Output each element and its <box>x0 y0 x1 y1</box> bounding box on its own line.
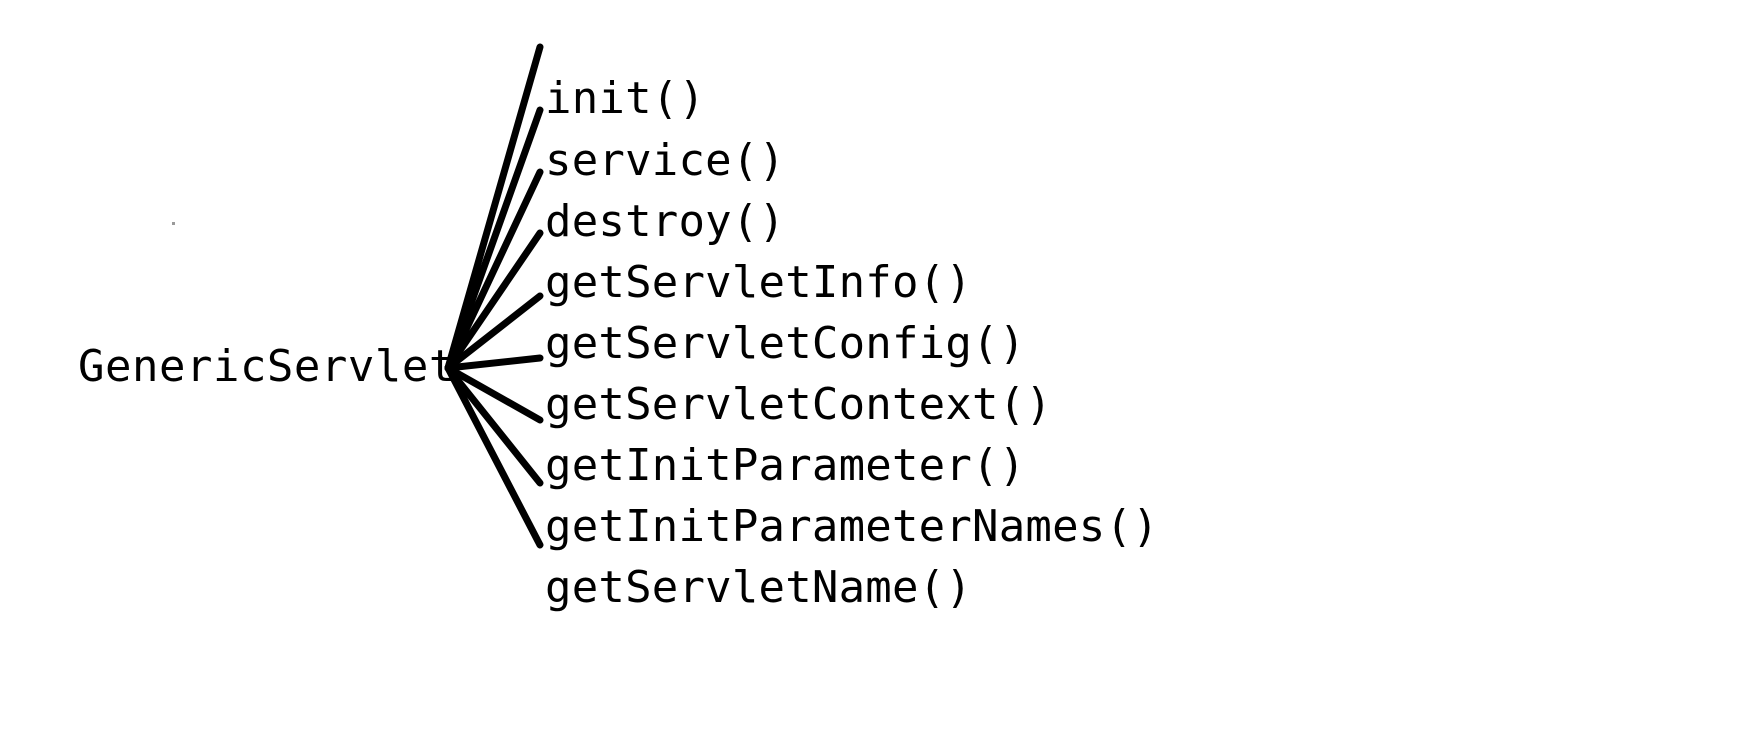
stray-speck-artifact <box>172 222 175 225</box>
edge-line <box>444 229 544 372</box>
method-label[interactable]: getServletContext() <box>545 379 1053 430</box>
edge-line <box>444 168 544 372</box>
method-label[interactable]: getInitParameterNames() <box>545 501 1159 552</box>
edge-line <box>444 43 544 372</box>
edge-group <box>444 43 544 549</box>
edge-line <box>444 364 544 424</box>
method-label[interactable]: getServletName() <box>545 562 973 613</box>
method-label[interactable]: getInitParameter() <box>545 440 1026 491</box>
edge-line <box>444 364 544 549</box>
method-label[interactable]: getServletConfig() <box>545 318 1026 369</box>
edge-line <box>444 354 544 372</box>
method-label[interactable]: getServletInfo() <box>545 257 973 308</box>
edge-line <box>444 292 544 372</box>
edge-line <box>444 106 544 372</box>
method-label[interactable]: service() <box>545 135 786 186</box>
node-generic-servlet[interactable]: GenericServlet <box>78 341 456 392</box>
edge-line <box>444 364 544 487</box>
method-label[interactable]: init() <box>545 73 706 124</box>
method-label[interactable]: destroy() <box>545 196 786 247</box>
